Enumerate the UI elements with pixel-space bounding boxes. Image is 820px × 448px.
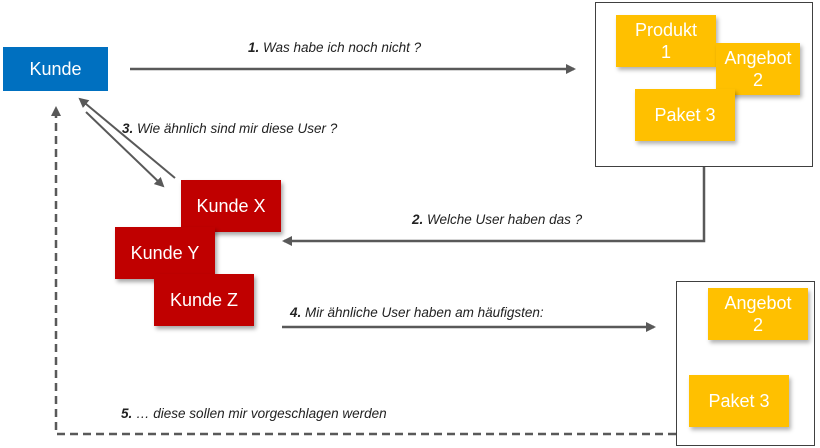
kunde-x-node: Kunde X <box>181 180 281 232</box>
item-paket-3: Paket 3 <box>635 89 735 141</box>
item-paket-label: Paket 3 <box>654 105 716 125</box>
item-produkt-number: 1 <box>660 42 671 62</box>
step-1-label: 1. Was habe ich noch nicht ? <box>248 40 421 55</box>
arrow-step-2 <box>282 166 706 246</box>
arrow-step-5 <box>51 106 676 436</box>
kunde-x-label: Kunde X <box>196 196 266 216</box>
kunde-y-label: Kunde Y <box>130 243 200 263</box>
step-1-text: Was habe ich noch nicht ? <box>263 40 422 55</box>
item-angebot-2: Angebot 2 <box>716 43 800 95</box>
item-produkt-name: Produkt <box>634 20 698 40</box>
kunde-z-label: Kunde Z <box>169 290 239 310</box>
recommended-paket-3: Paket 3 <box>689 375 789 427</box>
arrow-step-3-down <box>85 111 165 188</box>
kunde-y-node: Kunde Y <box>115 227 215 279</box>
step-1-number: 1. <box>248 40 260 55</box>
step-3-label: 3. Wie ähnlich sind mir diese User ? <box>122 121 337 136</box>
step-4-number: 4. <box>290 305 302 320</box>
step-2-text: Welche User haben das ? <box>427 212 583 227</box>
recommendation-box: Angebot 2 Paket 3 <box>676 281 815 446</box>
all-items-box: Produkt 1 Angebot 2 Paket 3 <box>595 2 813 167</box>
recommended-angebot-2: Angebot 2 <box>708 288 808 340</box>
item-produkt-1: Produkt 1 <box>616 15 716 67</box>
step-5-label: 5. … diese sollen mir vorgeschlagen werd… <box>121 406 387 421</box>
arrow-step-3-up <box>78 97 176 179</box>
step-5-number: 5. <box>121 406 133 421</box>
recommended-paket-label: Paket 3 <box>708 391 770 411</box>
step-4-label: 4. Mir ähnliche User haben am häufigsten… <box>290 305 544 320</box>
step-4-text: Mir ähnliche User haben am häufigsten: <box>305 305 544 320</box>
item-angebot-number: 2 <box>752 70 763 90</box>
step-2-label: 2. Welche User haben das ? <box>412 212 582 227</box>
step-2-number: 2. <box>412 212 424 227</box>
recommended-angebot-number: 2 <box>752 315 763 335</box>
step-5-text: … diese sollen mir vorgeschlagen werden <box>136 406 387 421</box>
kunde-node: Kunde <box>3 47 108 91</box>
step-3-number: 3. <box>122 121 134 136</box>
step-3-text: Wie ähnlich sind mir diese User ? <box>137 121 338 136</box>
recommended-angebot-name: Angebot <box>724 293 792 313</box>
item-angebot-name: Angebot <box>724 48 792 68</box>
kunde-z-node: Kunde Z <box>154 274 254 326</box>
kunde-label: Kunde <box>29 59 82 79</box>
